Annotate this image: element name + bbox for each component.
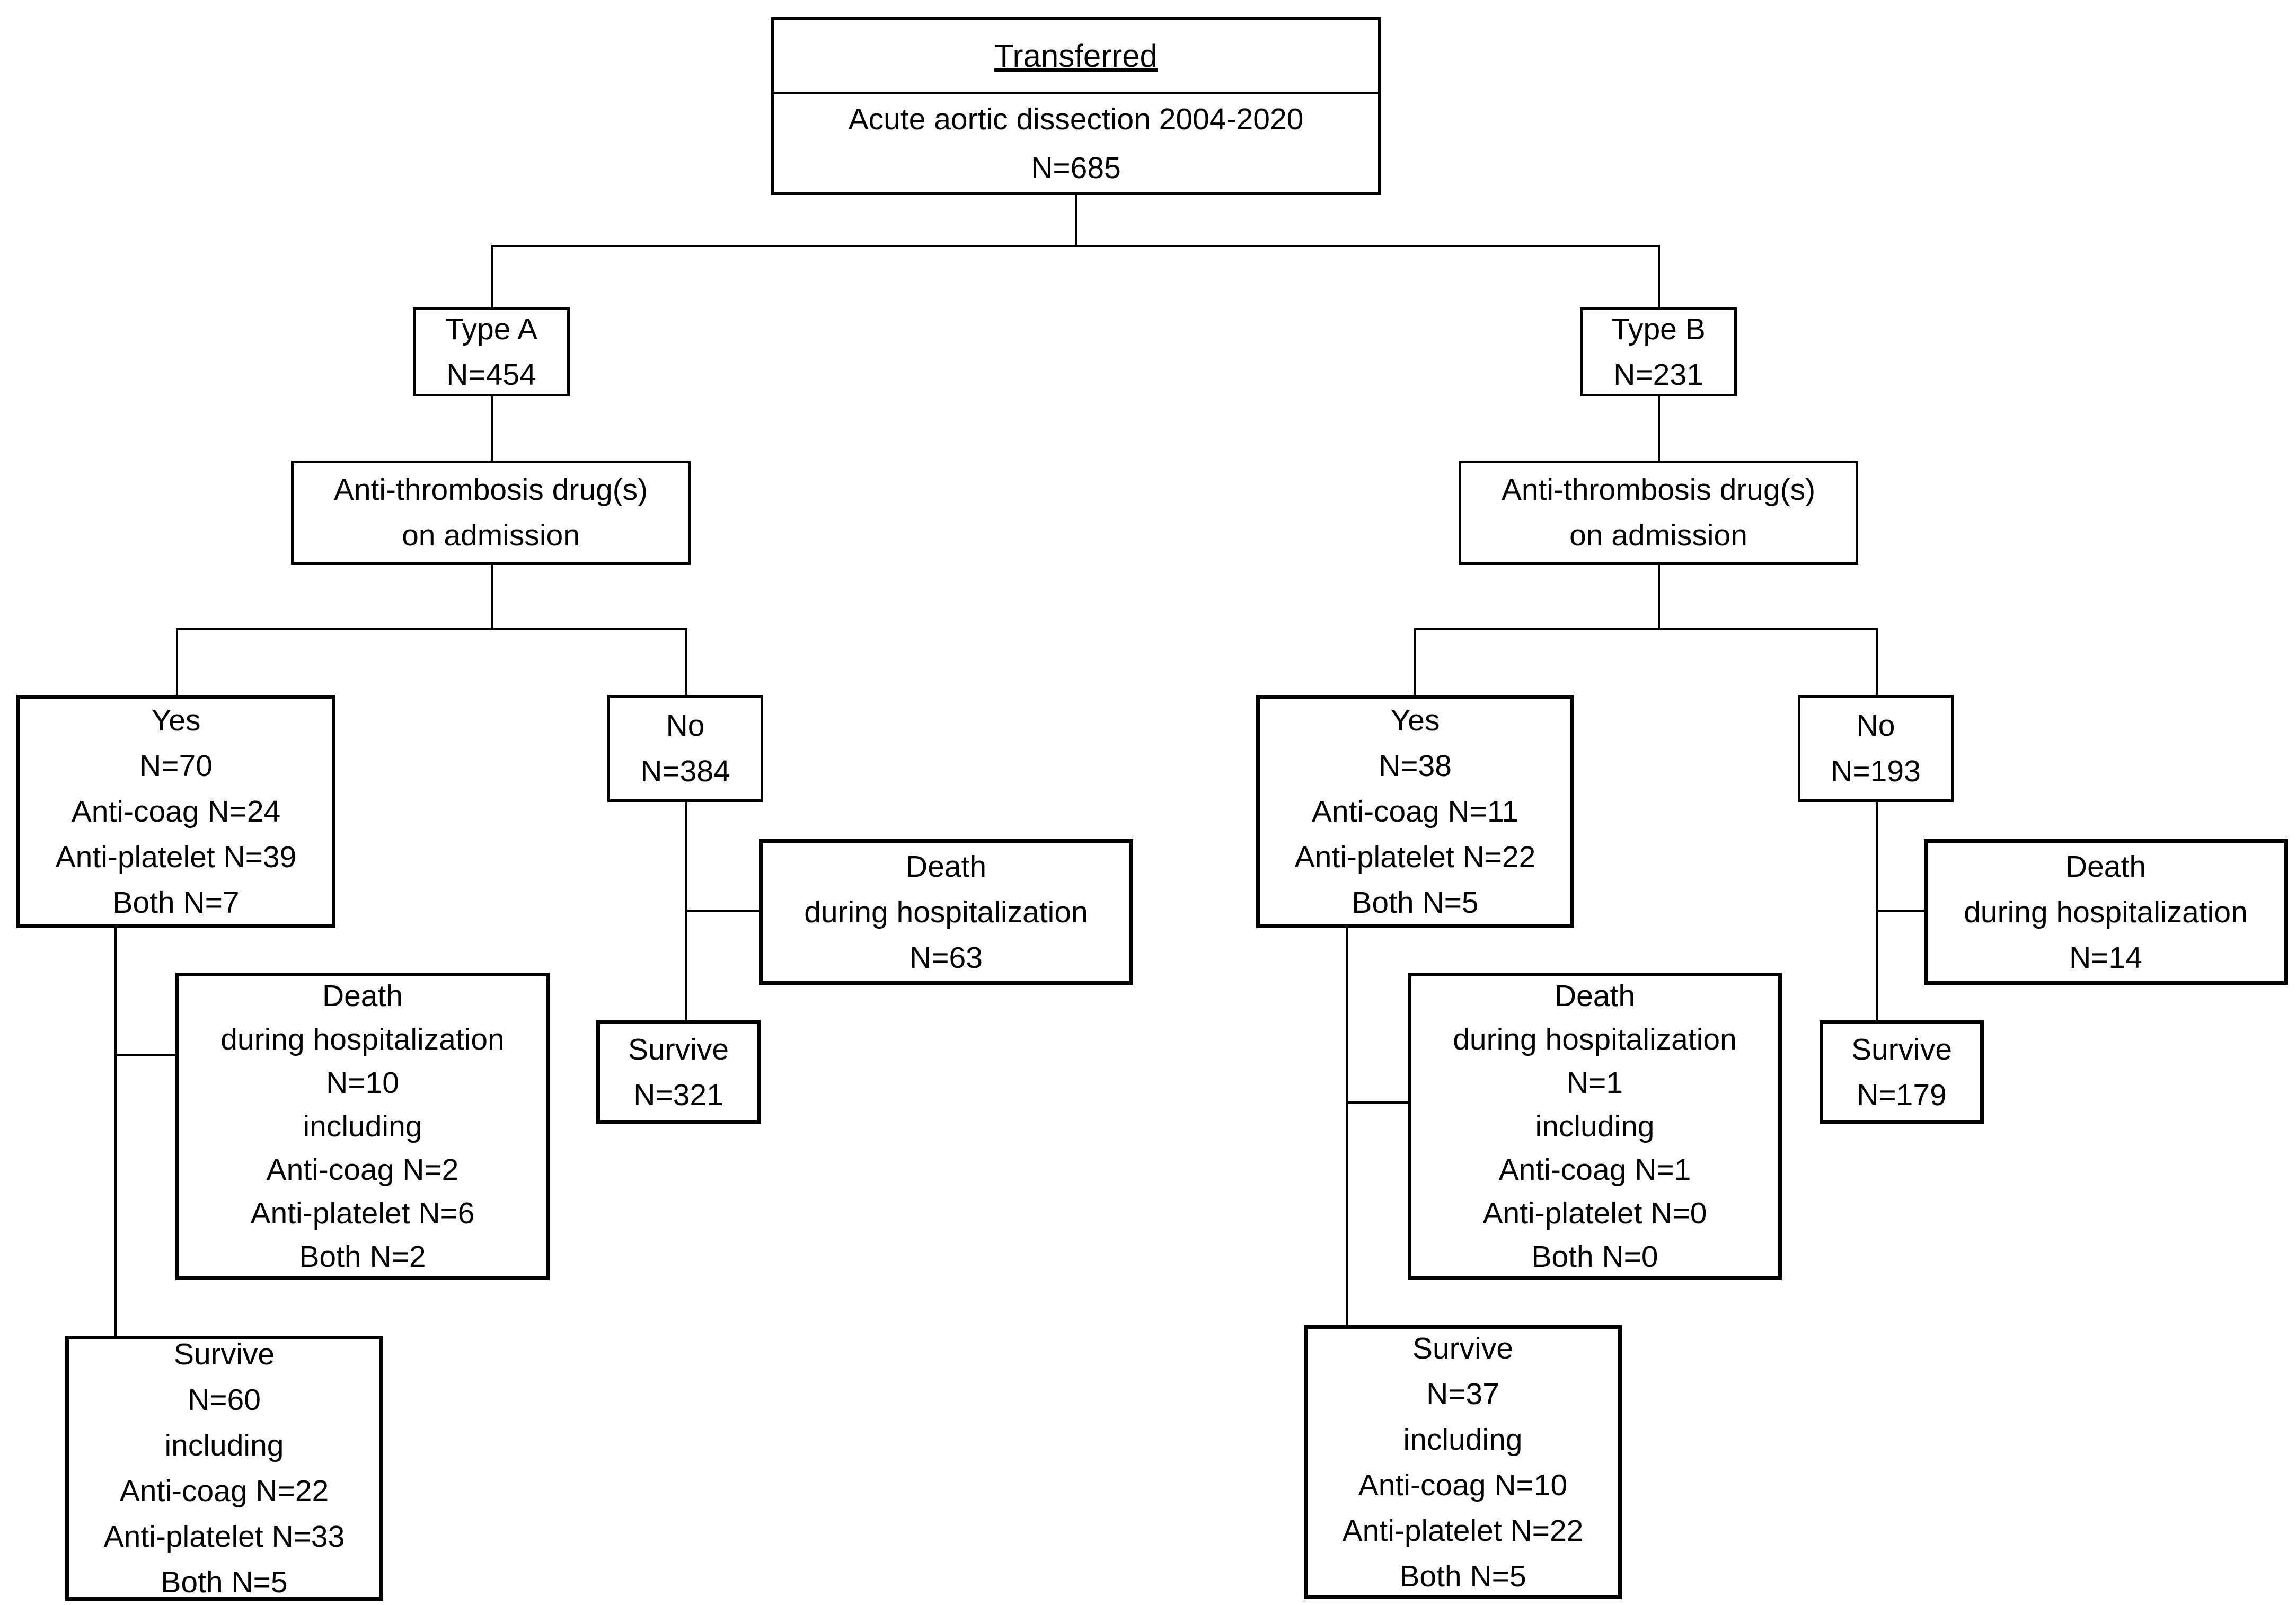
node-anti-thrombosis-a: Anti-thrombosis drug(s) on admission bbox=[291, 461, 691, 565]
node-line: Yes bbox=[1390, 703, 1440, 737]
node-line: N=14 bbox=[2069, 940, 2142, 975]
node-death-hospitalization-yes-b: Death during hospitalization N=1 includi… bbox=[1408, 973, 1782, 1280]
node-transferred: Transferred Acute aortic dissection 2004… bbox=[771, 17, 1381, 195]
connector bbox=[1346, 1101, 1410, 1104]
node-line: during hospitalization bbox=[804, 895, 1088, 929]
node-line: N=63 bbox=[909, 940, 983, 975]
connector bbox=[685, 910, 759, 912]
node-line: Death bbox=[322, 979, 403, 1013]
node-line: Anti-coag N=22 bbox=[119, 1474, 329, 1508]
node-line: N=60 bbox=[188, 1383, 261, 1417]
node-line: Anti-coag N=10 bbox=[1358, 1468, 1568, 1502]
node-death-hospitalization-no-a: Death during hospitalization N=63 bbox=[759, 839, 1133, 985]
connector bbox=[176, 628, 178, 695]
node-line: Both N=5 bbox=[161, 1565, 288, 1599]
node-line: Anti-coag N=11 bbox=[1311, 795, 1519, 828]
node-line: during hospitalization bbox=[220, 1022, 505, 1056]
node-line: Anti-thrombosis drug(s) bbox=[1501, 473, 1816, 507]
connector bbox=[1414, 628, 1416, 695]
connector bbox=[685, 628, 687, 695]
node-line: Both N=7 bbox=[112, 886, 240, 920]
node-line: during hospitalization bbox=[1964, 895, 2248, 929]
node-line: N=10 bbox=[326, 1066, 399, 1100]
node-line: Survive bbox=[1851, 1032, 1953, 1066]
node-line: N=685 bbox=[1031, 151, 1121, 185]
node-line: N=1 bbox=[1566, 1066, 1623, 1100]
node-line: including bbox=[1403, 1422, 1523, 1457]
connector bbox=[491, 245, 1660, 247]
node-type-b: Type B N=231 bbox=[1580, 307, 1737, 396]
node-line: N=38 bbox=[1379, 749, 1452, 783]
node-line: N=193 bbox=[1831, 754, 1921, 788]
node-title: Transferred bbox=[774, 20, 1378, 94]
node-yes-a: Yes N=70 Anti-coag N=24 Anti-platelet N=… bbox=[16, 695, 335, 928]
node-type-a: Type A N=454 bbox=[413, 307, 570, 396]
node-line: Death bbox=[2065, 849, 2147, 884]
node-line: Anti-coag N=1 bbox=[1498, 1153, 1691, 1187]
node-line: including bbox=[1535, 1109, 1655, 1143]
node-death-hospitalization-no-b: Death during hospitalization N=14 bbox=[1924, 839, 2288, 985]
node-line: including bbox=[303, 1109, 422, 1143]
node-line: No bbox=[666, 709, 705, 743]
node-line: N=454 bbox=[446, 358, 536, 392]
connector bbox=[1876, 628, 1878, 695]
node-line: N=37 bbox=[1426, 1377, 1499, 1411]
connector bbox=[176, 628, 687, 630]
node-line: Both N=2 bbox=[299, 1240, 426, 1274]
node-line: N=70 bbox=[139, 749, 213, 783]
node-line: N=179 bbox=[1857, 1078, 1947, 1112]
node-body: Acute aortic dissection 2004-2020 N=685 bbox=[774, 94, 1378, 192]
node-line: Anti-coag N=2 bbox=[266, 1153, 459, 1187]
node-line: Death bbox=[905, 849, 987, 884]
node-death-hospitalization-yes-a: Death during hospitalization N=10 includ… bbox=[175, 973, 550, 1280]
node-line: N=384 bbox=[640, 754, 730, 788]
node-line: Survive bbox=[628, 1032, 729, 1066]
connector bbox=[491, 565, 493, 630]
node-line: Anti-thrombosis drug(s) bbox=[333, 473, 648, 507]
node-line: on admission bbox=[402, 518, 580, 552]
node-line: Survive bbox=[1412, 1331, 1514, 1365]
node-line: during hospitalization bbox=[1453, 1022, 1737, 1056]
node-line: Death bbox=[1554, 979, 1636, 1013]
node-line: Anti-platelet N=39 bbox=[55, 840, 297, 874]
connector bbox=[491, 396, 493, 461]
connector bbox=[114, 928, 117, 1336]
connector bbox=[1346, 928, 1348, 1325]
node-line: Both N=5 bbox=[1399, 1559, 1526, 1593]
node-line: Anti-platelet N=0 bbox=[1482, 1196, 1707, 1230]
node-line: Both N=0 bbox=[1531, 1240, 1658, 1274]
node-anti-thrombosis-b: Anti-thrombosis drug(s) on admission bbox=[1459, 461, 1858, 565]
node-line: N=321 bbox=[633, 1078, 723, 1112]
node-survive-no-b: Survive N=179 bbox=[1820, 1020, 1984, 1124]
node-line: No bbox=[1856, 709, 1895, 743]
node-line: Type B bbox=[1611, 312, 1706, 346]
node-survive-no-a: Survive N=321 bbox=[596, 1020, 761, 1124]
node-line: Yes bbox=[151, 703, 201, 737]
node-no-b: No N=193 bbox=[1798, 695, 1954, 802]
node-line: Anti-platelet N=22 bbox=[1294, 840, 1536, 874]
node-line: including bbox=[164, 1428, 284, 1462]
connector bbox=[1658, 565, 1660, 630]
node-line: Acute aortic dissection 2004-2020 bbox=[848, 102, 1304, 136]
node-line: Survive bbox=[173, 1337, 275, 1371]
node-survive-yes-a: Survive N=60 including Anti-coag N=22 An… bbox=[65, 1336, 383, 1601]
node-line: Both N=5 bbox=[1352, 886, 1479, 920]
connector bbox=[491, 245, 493, 307]
connector bbox=[1658, 396, 1660, 461]
node-line: Anti-platelet N=22 bbox=[1342, 1513, 1584, 1548]
connector bbox=[1876, 910, 1926, 912]
node-yes-b: Yes N=38 Anti-coag N=11 Anti-platelet N=… bbox=[1256, 695, 1574, 928]
connector bbox=[114, 1054, 178, 1056]
node-line: Anti-platelet N=33 bbox=[103, 1520, 345, 1554]
node-no-a: No N=384 bbox=[607, 695, 763, 802]
connector bbox=[1658, 245, 1660, 307]
node-line: Anti-coag N=24 bbox=[71, 795, 281, 828]
node-survive-yes-b: Survive N=37 including Anti-coag N=10 An… bbox=[1304, 1325, 1622, 1599]
node-line: Type A bbox=[445, 312, 538, 346]
node-line: N=231 bbox=[1613, 358, 1703, 392]
node-line: on admission bbox=[1569, 518, 1747, 552]
node-line: Anti-platelet N=6 bbox=[250, 1196, 475, 1230]
connector bbox=[1075, 195, 1077, 247]
connector bbox=[1414, 628, 1878, 630]
